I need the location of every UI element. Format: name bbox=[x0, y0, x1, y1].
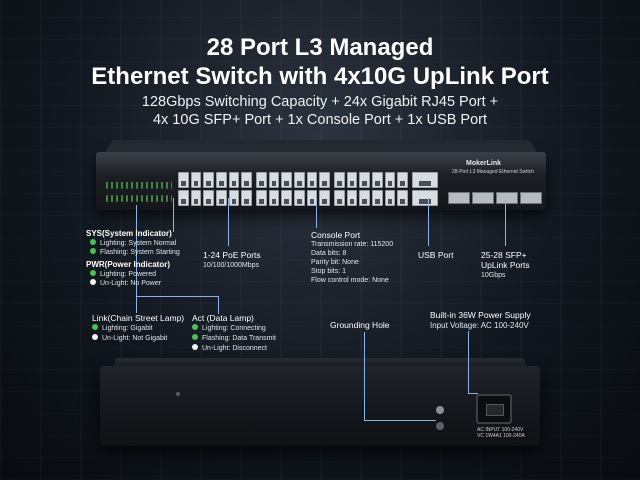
green-led-icon bbox=[90, 270, 96, 276]
headline-line-2: Ethernet Switch with 4x10G UpLink Port bbox=[91, 63, 549, 90]
act-lamp-title: Act (Data Lamp) bbox=[192, 313, 254, 323]
pwr-item-2: Un-Light: No Power bbox=[90, 279, 161, 289]
callout-line-console bbox=[316, 198, 317, 228]
link-item-2: Un-Light: Not Gigabit bbox=[92, 334, 167, 344]
sfp-port-27 bbox=[496, 192, 518, 204]
callout-line-usb bbox=[428, 198, 429, 246]
console-port-title: Console Port bbox=[311, 230, 361, 240]
callout-line-poe bbox=[228, 198, 229, 246]
pwr-item-1: Lighting: Powered bbox=[90, 270, 156, 280]
sfp-title-line-1: 25-28 SFP+ bbox=[481, 250, 527, 260]
sys-item-1: Lighting: System Normal bbox=[90, 239, 176, 249]
switch-top-panel bbox=[104, 140, 538, 154]
callout-line-sfp bbox=[505, 200, 506, 246]
brand-logo: MokerLink bbox=[466, 160, 502, 167]
callout-line-ground bbox=[364, 332, 365, 420]
callout-line-link-h bbox=[136, 296, 218, 297]
callout-line-link bbox=[136, 205, 137, 313]
callout-line-power bbox=[468, 331, 469, 393]
switch-rear-panel bbox=[100, 366, 540, 446]
console-line-4: Stop bits: 1 bbox=[311, 268, 347, 275]
poe-ports-title: 1-24 PoE Ports bbox=[203, 250, 261, 260]
green-led-icon bbox=[92, 324, 98, 330]
poe-ports-detail: 10/100/1000Mbps bbox=[203, 262, 260, 269]
rj45-port-group-2 bbox=[256, 172, 330, 206]
callout-line-act bbox=[218, 296, 219, 314]
console-line-3: Parity bit: None bbox=[311, 259, 359, 266]
act-item-3: Un-Light: Disconnect bbox=[192, 344, 267, 354]
grounding-hole-title: Grounding Hole bbox=[330, 320, 390, 330]
subheadline-line-1: 128Gbps Switching Capacity + 24x Gigabit… bbox=[141, 94, 499, 110]
headline-line-1: 28 Port L3 Managed bbox=[206, 34, 434, 61]
sfp-port-25 bbox=[448, 192, 470, 204]
power-supply-detail: Input Voltage: AC 100-240V bbox=[430, 321, 529, 330]
green-led-icon bbox=[192, 334, 198, 340]
pwr-indicator-title: PWR(Power Indicator) bbox=[86, 260, 171, 269]
sys-indicator-title: SYS(System Indicator) bbox=[86, 229, 172, 238]
console-and-usb-ports bbox=[412, 172, 438, 206]
off-led-icon bbox=[92, 334, 98, 340]
green-led-icon bbox=[90, 248, 96, 254]
sfp-title-line-2: UpLink Ports bbox=[481, 260, 530, 270]
subheadline-line-2: 4x 10G SFP+ Port + 1x Console Port + 1x … bbox=[152, 112, 488, 128]
socket-label-1: AC INPUT 100-240V bbox=[477, 427, 524, 433]
sfp-detail: 10Gbps bbox=[481, 272, 506, 279]
green-led-icon bbox=[192, 324, 198, 330]
model-label: 28-Port L3 Managed Ethernet Switch bbox=[452, 169, 534, 175]
console-line-2: Data bits: 8 bbox=[311, 250, 347, 257]
usb-port-title: USB Port bbox=[418, 250, 454, 260]
callout-line-power-h bbox=[468, 393, 478, 394]
console-line-1: Transmission rate: 115200 bbox=[311, 241, 394, 248]
console-line-5: Flow control mode: None bbox=[311, 277, 389, 284]
power-supply-title: Built-in 36W Power Supply bbox=[430, 310, 531, 320]
act-item-1: Lighting: Connecting bbox=[192, 324, 266, 334]
off-led-icon bbox=[90, 279, 96, 285]
sfp-port-26 bbox=[472, 192, 494, 204]
socket-label-2: VC 1W4A1 100-240A bbox=[477, 433, 525, 439]
power-socket bbox=[476, 394, 512, 424]
rear-screw bbox=[176, 392, 180, 396]
callout-line-ground-h bbox=[364, 420, 436, 421]
sfp-port-28 bbox=[520, 192, 542, 204]
grounding-screw-icon bbox=[436, 406, 444, 414]
act-item-2: Flashing: Data Transmit bbox=[192, 334, 276, 344]
callout-line-sys bbox=[173, 198, 174, 232]
sys-item-2: Flashing: System Starting bbox=[90, 248, 180, 258]
link-lamp-title: Link(Chain Street Lamp) bbox=[92, 313, 185, 323]
green-led-icon bbox=[90, 239, 96, 245]
rj45-port-group-3 bbox=[334, 172, 408, 206]
off-led-icon bbox=[192, 344, 198, 350]
ground-symbol-icon bbox=[436, 422, 444, 430]
rj45-port-group-1 bbox=[178, 172, 252, 206]
link-item-1: Lighting: Gigabit bbox=[92, 324, 153, 334]
